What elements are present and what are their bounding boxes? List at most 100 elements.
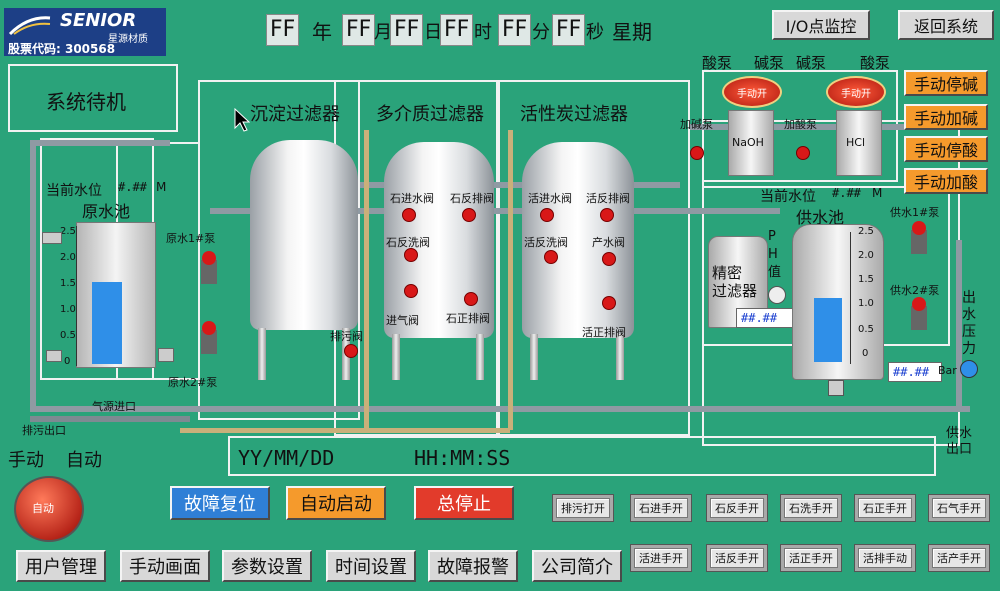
raw-water-level-bar [92,282,122,364]
dosing-stop-acid-button[interactable]: 手动停酸 [904,136,988,162]
raw-tick-05: 0.5 [60,330,76,341]
nav-parameter-settings[interactable]: 参数设置 [222,550,312,582]
hcl-tank [836,110,882,176]
nav-time-settings[interactable]: 时间设置 [326,550,416,582]
raw-pump2-icon[interactable] [198,320,220,356]
manual-ac-in-button[interactable]: 活进手开 [634,548,688,568]
supply-pump1-label: 供水1#泵 [890,206,940,219]
ph-value-display: ##.## [736,308,798,328]
datetime-ff-6: FF [552,14,586,46]
mode-selector-knob[interactable] [14,476,84,542]
raw-pump1-label: 原水1#泵 [166,232,216,245]
dosing-pump1-icon[interactable] [690,146,704,160]
pipe-left-top [30,140,170,146]
supply-pump1-icon[interactable] [908,220,930,256]
manual-btn-wrap-2: 石进手开 [630,494,692,522]
ac-valve-product-icon[interactable] [602,252,616,266]
frame-sediment [198,80,360,420]
manual-start-tag-1[interactable]: 手动开 [722,76,782,108]
supply-tick-25: 2.5 [858,226,874,237]
supply-drain-valve-icon[interactable] [828,380,844,396]
supply-tick-10: 1.0 [858,298,874,309]
ac-valve-backdrain-icon[interactable] [600,208,614,222]
sediment-filter-title: 沉淀过滤器 [250,104,340,125]
mm-valve-fwd-icon[interactable] [464,292,478,306]
mode-auto-label: 自动 [66,450,102,471]
ac-valve-in-icon[interactable] [540,208,554,222]
raw-tick-15: 1.5 [60,278,76,289]
manual-btn-wrap-10: 活排手动 [854,544,916,572]
nav-manual-screen[interactable]: 手动画面 [120,550,210,582]
manual-mm-fwd-button[interactable]: 石正手开 [858,498,912,518]
manual-btn-wrap-7: 活进手开 [630,544,692,572]
datetime-year: 年 [312,20,332,44]
raw-scale [76,226,117,366]
fault-reset-button[interactable]: 故障复位 [170,486,270,520]
ac-valve-product-label: 产水阀 [592,236,625,249]
mm-valve-backdrain-icon[interactable] [462,208,476,222]
manual-start-tag-2[interactable]: 手动开 [826,76,886,108]
manual-ac-fwd-button[interactable]: 活正手开 [784,548,838,568]
brand-stock-code: 股票代码: 300568 [8,42,116,56]
supply-pump2-icon[interactable] [908,296,930,332]
mouse-cursor-icon [234,107,251,136]
manual-mm-in-button[interactable]: 石进手开 [634,498,688,518]
manual-ac-drain-button[interactable]: 活排手动 [858,548,912,568]
supply-level-unit: M [872,186,883,200]
manual-mm-wash-button[interactable]: 石洗手开 [784,498,838,518]
ac-valve-backwash-icon[interactable] [544,250,558,264]
datetime-ff-3: FF [390,14,424,46]
raw-tick-0: 0 [64,356,71,367]
raw-outlet-valve-icon[interactable] [46,350,62,362]
dosing-pump2-icon[interactable] [796,146,810,160]
raw-level-label: 当前水位 [46,183,102,199]
ac-valve-fwd-icon[interactable] [602,296,616,310]
drain-valve-icon[interactable] [344,344,358,358]
supply-level-label: 当前水位 [760,189,816,205]
datetime-minute: 分 [532,22,550,43]
raw-pump1-icon[interactable] [198,250,220,286]
manual-ac-back-button[interactable]: 活反手开 [710,548,764,568]
mm-valve-in-icon[interactable] [402,208,416,222]
mode-knob-label: 自动 [32,502,54,515]
manual-btn-wrap-11: 活产手开 [928,544,990,572]
pipe-supply-top [690,124,930,130]
auto-start-button[interactable]: 自动启动 [286,486,386,520]
nav-user-management[interactable]: 用户管理 [16,550,106,582]
total-stop-button[interactable]: 总停止 [414,486,514,520]
pipe-sewage [30,416,190,422]
nav-company-profile[interactable]: 公司简介 [532,550,622,582]
raw-tick-25: 2.5 [60,226,76,237]
dosing-add-alkali-button[interactable]: 手动加碱 [904,104,988,130]
manual-mm-air-button[interactable]: 石气手开 [932,498,986,518]
manual-btn-wrap-4: 石洗手开 [780,494,842,522]
manual-ac-product-button[interactable]: 活产手开 [932,548,986,568]
nav-fault-alarm[interactable]: 故障报警 [428,550,518,582]
dosing-add-acid-button[interactable]: 手动加酸 [904,168,988,194]
datetime-day: 日 [424,22,442,43]
datetime-ff-2: FF [342,14,376,46]
dosing-stop-alkali-button[interactable]: 手动停碱 [904,70,988,96]
manual-drain-open-button[interactable]: 排污打开 [556,498,610,518]
standby-panel [8,64,178,132]
ac-leg-1 [530,334,538,380]
back-system-button[interactable]: 返回系统 [898,10,994,40]
io-monitor-button[interactable]: I/O点监控 [772,10,870,40]
raw-right-valve-icon[interactable] [158,348,174,362]
dosing-pump2-label: 加酸泵 [784,118,817,131]
ph-sensor-icon [768,286,786,304]
brand-cn-name: 星源材质 [108,34,148,45]
mm-valve-backwash-icon[interactable] [404,248,418,262]
mm-valve-air-icon[interactable] [404,284,418,298]
manual-btn-wrap-6: 石气手开 [928,494,990,522]
supply-water-level-bar [814,298,842,362]
raw-inlet-valve-icon[interactable] [42,232,62,244]
frame-ac [498,80,690,436]
pipe-tan-bottom [180,428,510,433]
pressure-gauge-icon [960,360,978,378]
manual-mm-back-button[interactable]: 石反手开 [710,498,764,518]
standby-status: 系统待机 [46,90,126,114]
manual-btn-wrap-9: 活正手开 [780,544,842,572]
sediment-tank [250,140,358,330]
pipe-tan-1 [364,130,369,430]
